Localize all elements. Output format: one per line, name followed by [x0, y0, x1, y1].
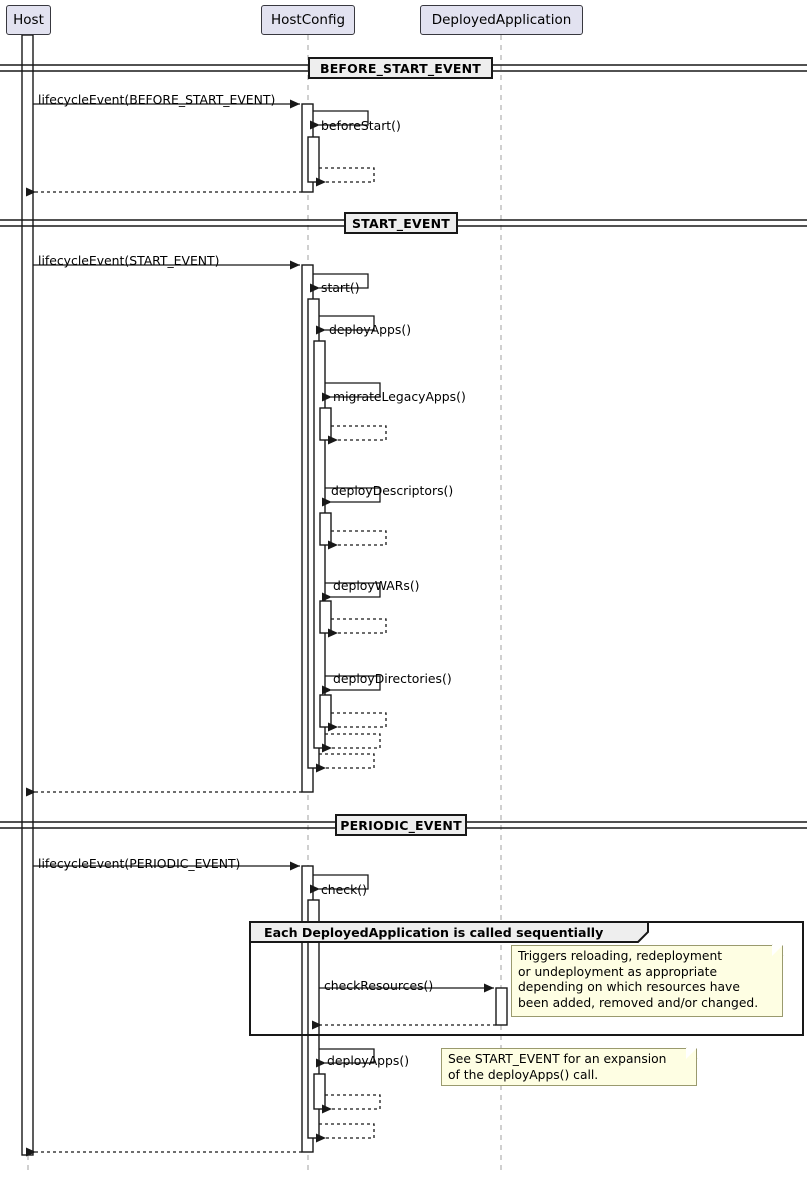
participant-host[interactable]: Host: [6, 5, 51, 35]
message-m25-path: [316, 1123, 375, 1143]
note-line: See START_EVENT for an expansion: [448, 1052, 667, 1066]
activation-bar-act-da-1: [495, 987, 508, 1026]
note-line: Triggers reloading, redeployment: [518, 949, 723, 963]
message-m15-path: [328, 712, 387, 732]
message-m8-path: [322, 382, 381, 402]
message-m12-path: [322, 582, 381, 602]
message-m11-path: [328, 530, 387, 550]
note-line: of the deployApps() call.: [448, 1067, 599, 1082]
participant-deployedapp[interactable]: DeployedApplication: [420, 5, 583, 35]
divider-start: START_EVENT: [344, 212, 458, 234]
message-m10-path: [322, 487, 381, 507]
message-m23-path: [316, 1048, 375, 1068]
message-m2-path: [310, 110, 369, 130]
activation-bar-act-hc-2c3: [319, 600, 332, 634]
message-label-m23: deployApps(): [327, 1053, 410, 1068]
participant-hostconfig[interactable]: HostConfig: [261, 5, 355, 35]
message-label-m19: lifecycleEvent(PERIODIC_EVENT): [38, 856, 241, 871]
fragment-label-loop-each-deployed-app: Each DeployedApplication is called seque…: [264, 925, 604, 940]
message-label-m21: checkResources(): [324, 978, 434, 993]
message-m9-path: [328, 425, 387, 445]
message-m13-path: [328, 618, 387, 638]
message-label-m6: start(): [321, 280, 360, 295]
message-m16-path: [322, 733, 381, 753]
note-fold-icon: [686, 1048, 697, 1059]
message-label-m8: migrateLegacyApps(): [333, 389, 466, 404]
message-label-m2: beforeStart(): [321, 118, 401, 133]
activation-bar-act-hc-2c2: [319, 512, 332, 546]
fragment-header-loop-each-deployed-app: [249, 921, 649, 943]
message-m14-path: [322, 675, 381, 695]
activation-bar-act-hc-3b: [313, 1073, 326, 1110]
message-m6-path: [310, 273, 369, 293]
message-m20-path: [310, 874, 369, 894]
note-line: or undeployment as appropriate: [518, 964, 718, 979]
message-label-m10: deployDescriptors(): [331, 483, 454, 498]
message-label-m12: deployWARs(): [333, 578, 420, 593]
activation-bar-act-hc-3a: [307, 899, 320, 1139]
message-label-m7: deployApps(): [329, 322, 412, 337]
message-label-m5: lifecycleEvent(START_EVENT): [38, 253, 220, 268]
message-label-m20: check(): [321, 882, 367, 897]
activation-bar-act-host: [21, 34, 34, 1156]
message-m7-path: [316, 315, 375, 335]
message-m24-path: [322, 1094, 381, 1114]
message-m17-path: [316, 753, 375, 773]
activation-bar-act-hc-2c1: [319, 407, 332, 441]
divider-before-start: BEFORE_START_EVENT: [308, 57, 493, 79]
message-m3-path: [316, 167, 375, 187]
divider-periodic: PERIODIC_EVENT: [335, 814, 467, 836]
message-label-m1: lifecycleEvent(BEFORE_START_EVENT): [38, 92, 276, 107]
activation-bar-act-hc-2c4: [319, 694, 332, 728]
note-line: been added, removed and/or changed.: [518, 995, 759, 1010]
note-line: depending on which resources have: [518, 980, 740, 994]
note-fold-icon: [772, 945, 783, 956]
activation-bar-act-hc-1-self: [307, 136, 320, 183]
message-label-m14: deployDirectories(): [333, 671, 452, 686]
